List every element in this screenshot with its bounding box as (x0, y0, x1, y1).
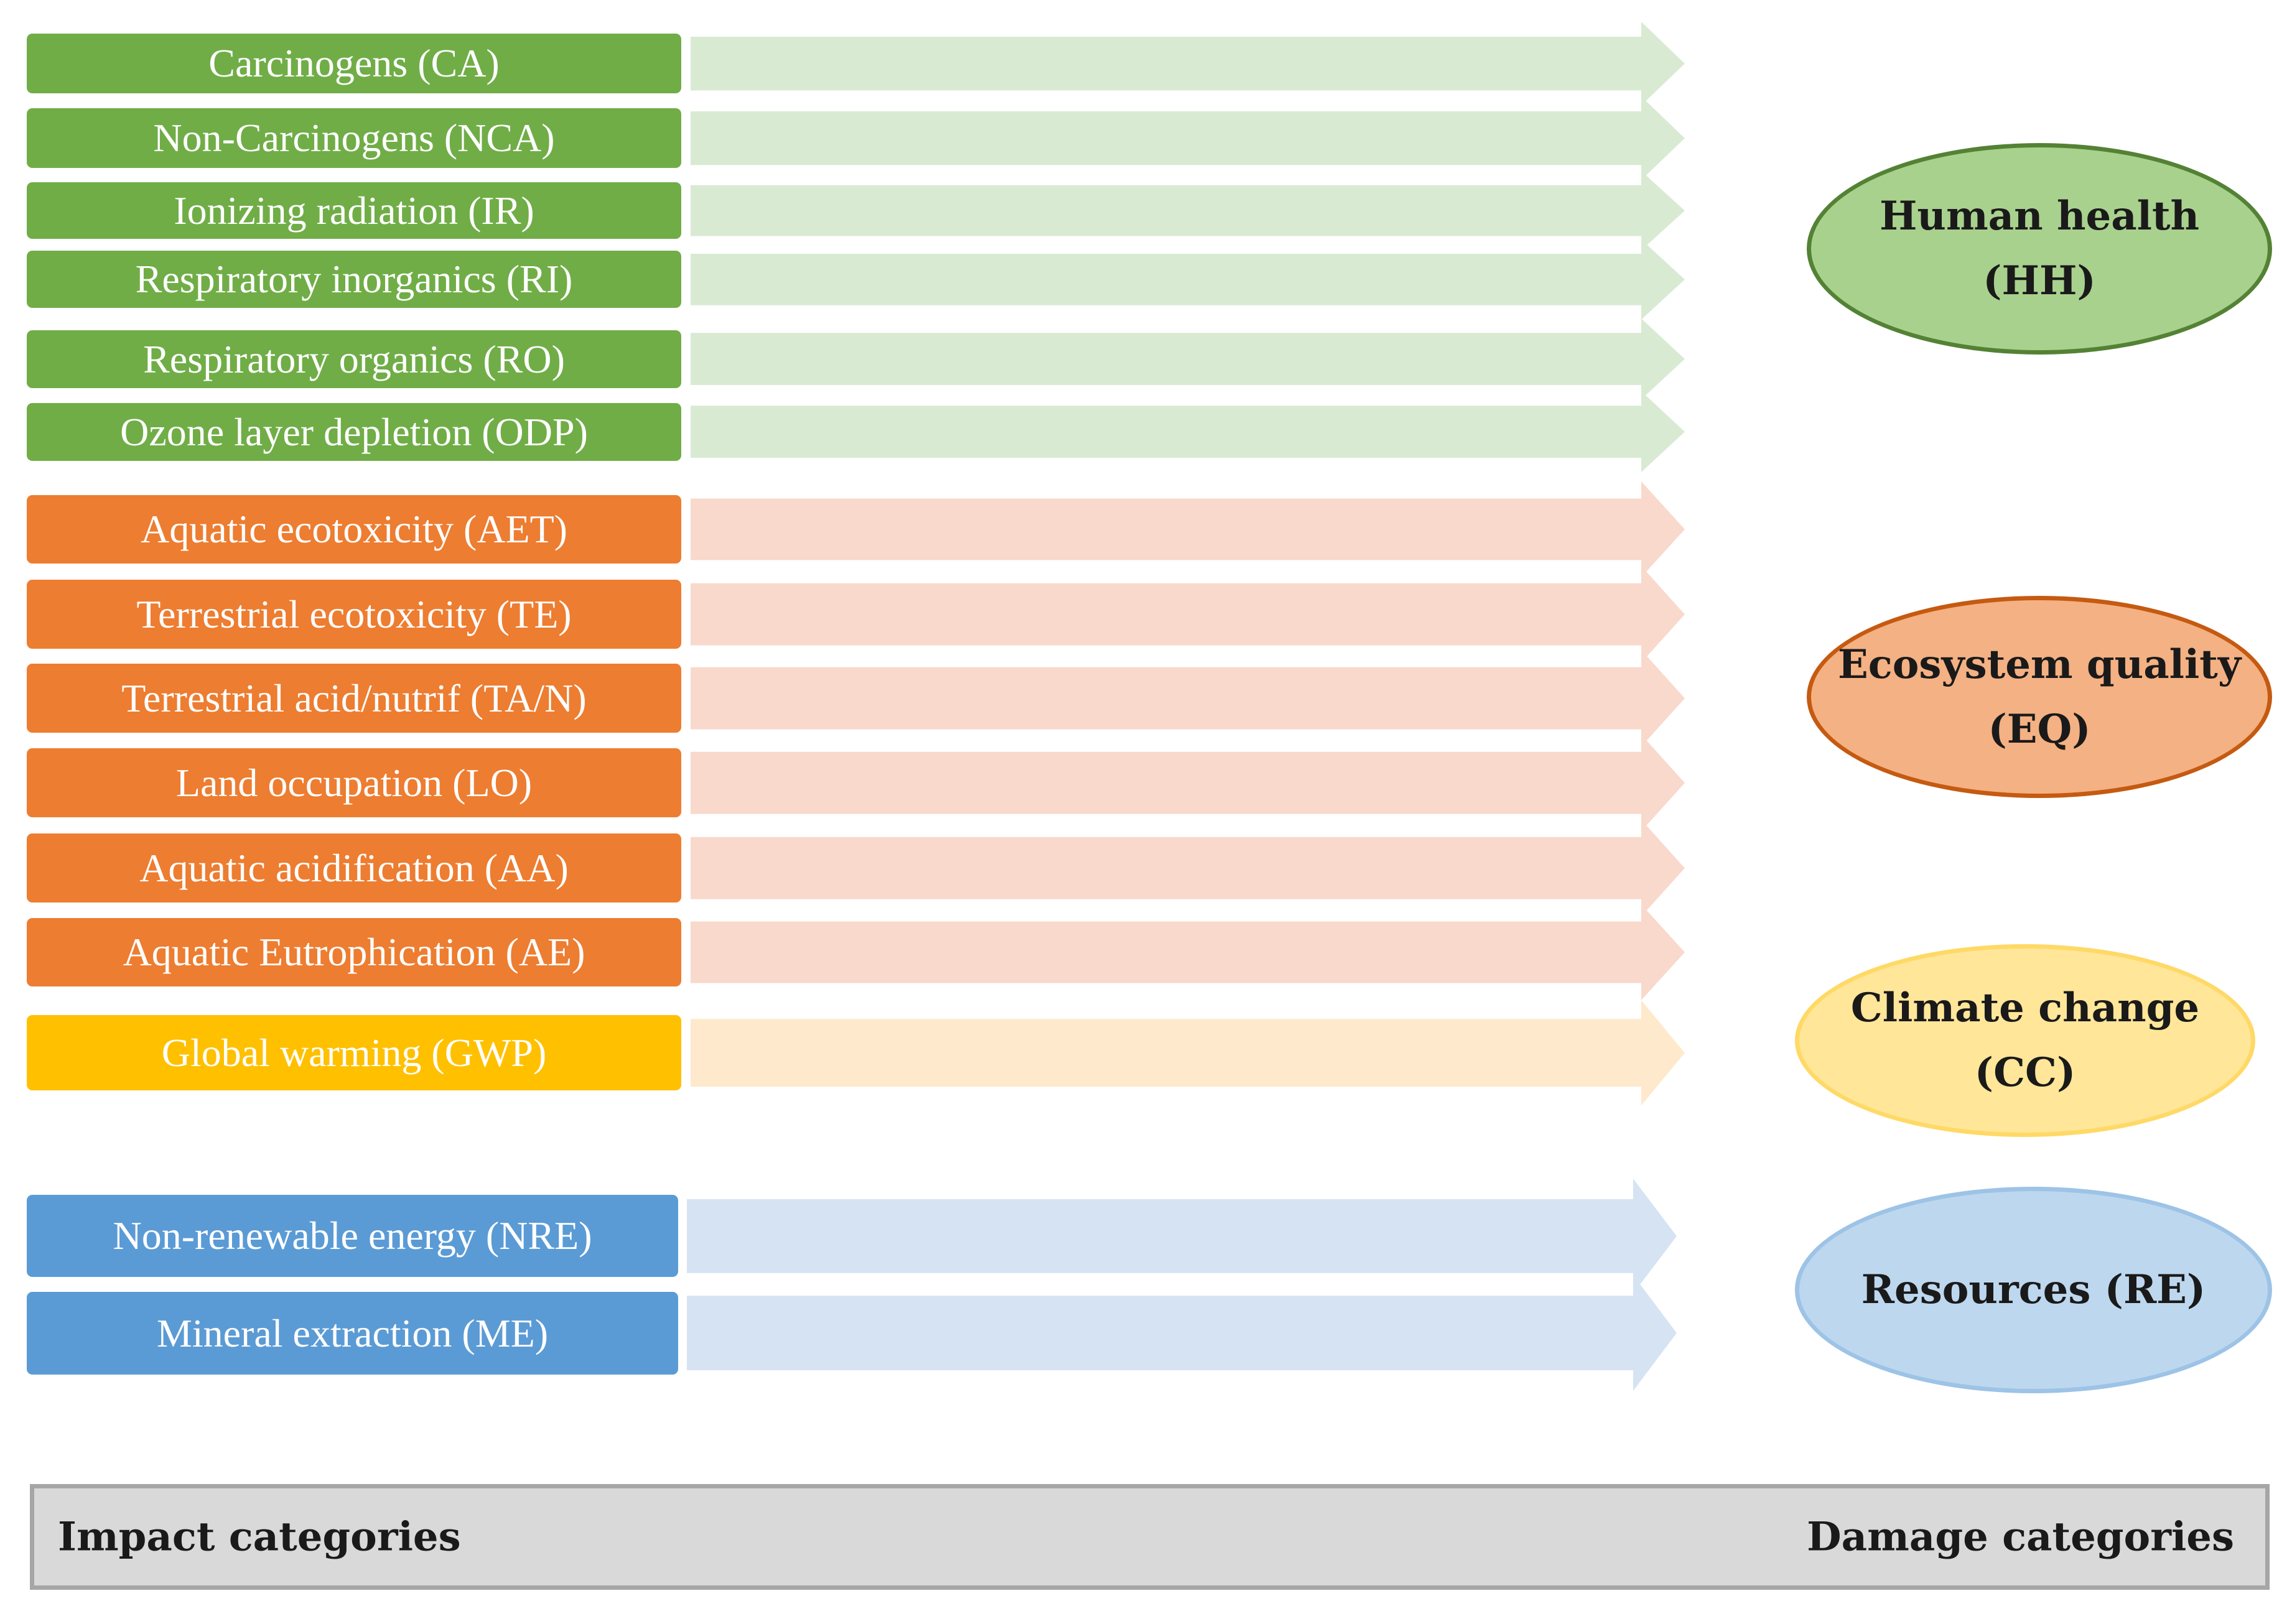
damage-climate-change: Climate change (CC) (1795, 944, 2255, 1137)
arrow-global-warming (691, 1000, 1685, 1106)
arrow-ionizing-radiation (691, 170, 1685, 251)
arrow-terrestrial-ecotoxicity (691, 565, 1685, 663)
arrow-respiratory-organics (691, 318, 1685, 400)
impact-box-terrestrial-acid-nutrif: Terrestrial acid/nutrif (TA/N) (27, 664, 681, 733)
arrow-carcinogens (691, 21, 1685, 106)
impact-box-ozone-layer-depletion: Ozone layer depletion (ODP) (27, 403, 681, 461)
impact-box-land-occupation: Land occupation (LO) (27, 748, 681, 817)
arrow-non-renewable-energy (687, 1178, 1677, 1294)
damage-ecosystem-quality-abbr: (EQ) (1988, 705, 2091, 753)
footer-impact-categories-label: Impact categories (58, 1513, 461, 1561)
arrow-terrestrial-acid-nutrif (691, 649, 1685, 747)
impact-box-aquatic-eutrophication: Aquatic Eutrophication (AE) (27, 918, 681, 986)
arrow-non-carcinogens (691, 96, 1685, 180)
impact-box-respiratory-organics: Respiratory organics (RO) (27, 330, 681, 388)
arrow-aquatic-eutrophication (691, 904, 1685, 1000)
impact-box-respiratory-inorganics: Respiratory inorganics (RI) (27, 251, 681, 308)
impact-box-ionizing-radiation: Ionizing radiation (IR) (27, 182, 681, 239)
impact-box-terrestrial-ecotoxicity: Terrestrial ecotoxicity (TE) (27, 580, 681, 649)
footer-damage-categories-label: Damage categories (1807, 1513, 2234, 1561)
arrow-aquatic-acidification (691, 819, 1685, 917)
damage-climate-change-abbr: (CC) (1974, 1049, 2076, 1096)
impact-box-non-carcinogens: Non-Carcinogens (NCA) (27, 108, 681, 168)
damage-human-health-name: Human health (1879, 193, 2200, 239)
damage-climate-change-name: Climate change (1850, 985, 2200, 1031)
impact-box-global-warming: Global warming (GWP) (27, 1015, 681, 1090)
arrow-ozone-layer-depletion (691, 391, 1685, 473)
damage-human-health: Human health (HH) (1807, 143, 2272, 355)
impact-box-carcinogens: Carcinogens (CA) (27, 34, 681, 93)
impact-box-mineral-extraction: Mineral extraction (ME) (27, 1292, 678, 1375)
damage-resources-name: Resources (RE) (1861, 1266, 2206, 1313)
arrow-aquatic-ecotoxicity (691, 481, 1685, 577)
damage-human-health-abbr: (HH) (1983, 258, 2096, 304)
damage-resources: Resources (RE) (1795, 1187, 2272, 1393)
arrow-mineral-extraction (687, 1275, 1677, 1391)
arrow-land-occupation (691, 734, 1685, 832)
damage-ecosystem-quality-name: Ecosystem quality (1837, 641, 2242, 688)
arrow-respiratory-inorganics (691, 239, 1685, 320)
damage-ecosystem-quality: Ecosystem quality (EQ) (1807, 596, 2272, 798)
impact-box-aquatic-ecotoxicity: Aquatic ecotoxicity (AET) (27, 495, 681, 564)
impact-box-aquatic-acidification: Aquatic acidification (AA) (27, 833, 681, 902)
impact-box-non-renewable-energy: Non-renewable energy (NRE) (27, 1195, 678, 1277)
category-footer-bar: Impact categories Damage categories (30, 1484, 2270, 1590)
